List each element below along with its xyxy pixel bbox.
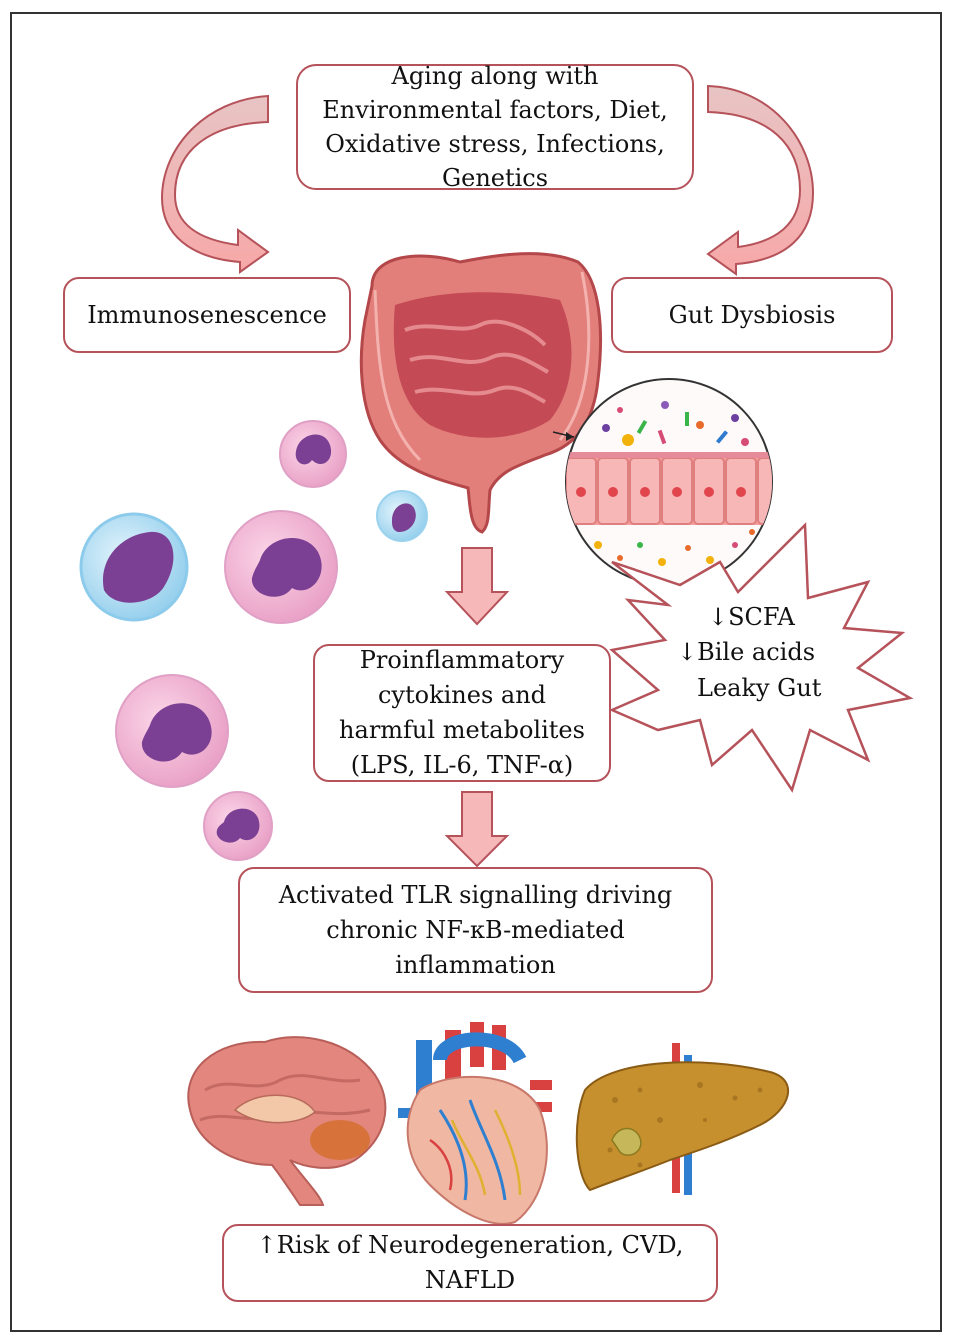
causes-line-1: Aging along with — [391, 62, 599, 90]
star-bile-acids: ↓Bile acids — [677, 638, 816, 666]
microbiome-magnifier — [565, 378, 773, 586]
immune-cell — [79, 512, 189, 622]
causes-line-3: Oxidative stress, Infections, — [325, 130, 665, 158]
immune-cell — [115, 674, 229, 788]
tlr-line-1: Activated TLR signalling driving — [278, 880, 673, 909]
immune-cell — [224, 510, 338, 624]
risk-line-1: ↑Risk of Neurodegeneration, CVD, — [257, 1228, 684, 1263]
risk-box: ↑Risk of Neurodegeneration, CVD, NAFLD — [222, 1224, 718, 1302]
star-scfa: ↓SCFA — [708, 603, 795, 631]
down-arrow-1 — [444, 547, 510, 626]
immune-cell — [376, 490, 428, 542]
down-arrow-icon: ↓ — [708, 603, 729, 631]
risk-line-1-text: Risk of Neurodegeneration, CVD, — [276, 1231, 684, 1259]
down-arrow-icon: ↓ — [677, 638, 698, 666]
cytokines-line-2: cytokines and — [377, 681, 547, 709]
gut-dysbiosis-box: Gut Dysbiosis — [611, 277, 893, 353]
causes-line-2: Environmental factors, Diet, — [322, 96, 668, 124]
liver-illustration — [575, 1043, 790, 1195]
causes-line-4: Genetics — [441, 164, 549, 192]
cytokines-line-3: harmful metabolites — [339, 716, 585, 744]
tlr-signalling-box: Activated TLR signalling driving chronic… — [238, 867, 713, 993]
brain-illustration — [187, 1036, 387, 1206]
gut-dysbiosis-label: Gut Dysbiosis — [668, 300, 836, 329]
tlr-line-2: chronic NF-κB-mediated — [326, 915, 625, 944]
curved-arrow-right — [706, 84, 815, 276]
cytokines-box: Proinflammatory cytokines and harmful me… — [313, 644, 611, 782]
immunosenescence-box: Immunosenescence — [63, 277, 351, 353]
immunosenescence-label: Immunosenescence — [87, 300, 327, 329]
causes-box: Aging along with Environmental factors, … — [296, 62, 694, 192]
immune-cell — [279, 420, 347, 488]
curved-arrow-left — [160, 94, 270, 274]
up-arrow-icon: ↑ — [256, 1231, 277, 1259]
risk-line-2: NAFLD — [424, 1266, 516, 1294]
tlr-line-3: inflammation — [395, 950, 556, 979]
cytokines-line-4: (LPS, IL-6, TNF-α) — [350, 751, 574, 779]
star-leaky-gut: Leaky Gut — [697, 674, 822, 702]
heart-illustration — [398, 1022, 552, 1225]
down-arrow-2 — [444, 791, 510, 868]
starburst-callout — [608, 522, 914, 793]
immune-cell — [203, 791, 273, 861]
intestine-illustration — [359, 252, 602, 534]
cytokines-line-1: Proinflammatory — [359, 646, 565, 674]
